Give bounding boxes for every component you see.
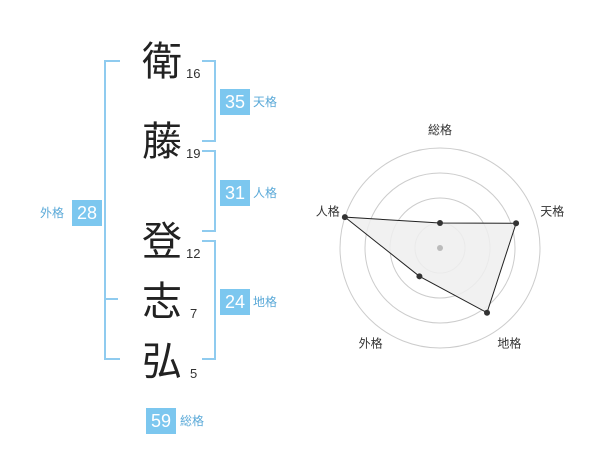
gaikaku-score: 28 (72, 200, 102, 226)
radar-center-point (437, 245, 443, 251)
kanji-4: 志 (142, 279, 182, 325)
radar-axis-label-5: 人格 (316, 204, 340, 219)
radar-point-5 (341, 214, 348, 221)
strokes-2: 19 (186, 146, 201, 161)
kanji-2: 藤 (142, 119, 182, 165)
chikaku-bracket (202, 240, 216, 360)
radar-ring-3 (364, 172, 516, 324)
tenkaku-score: 35 (220, 89, 250, 115)
radar-axis-label-3: 地格 (497, 335, 521, 350)
radar-point-1 (437, 220, 443, 226)
jinkaku-bracket (202, 150, 216, 232)
tenkaku-label: 天格 (253, 95, 278, 109)
gaikaku-label: 外格 (40, 206, 65, 220)
radar-point-3 (484, 309, 491, 316)
radar-axis-label-2: 天格 (540, 204, 564, 219)
radar-ring-4 (339, 147, 541, 349)
jinkaku-label: 人格 (253, 186, 278, 200)
soukaku-label: 総格 (180, 414, 205, 428)
radar-axis-label-4: 外格 (359, 335, 383, 350)
strokes-4: 7 (190, 306, 198, 321)
radar-polygon (343, 216, 517, 314)
radar-point-4 (416, 273, 423, 280)
chikaku-label: 地格 (253, 295, 278, 309)
jinkaku-score: 31 (220, 180, 250, 206)
chikaku-score: 24 (220, 289, 250, 315)
kanji-1: 衛 (142, 39, 182, 85)
strokes-1: 16 (186, 66, 201, 81)
gaikaku-bracket (104, 60, 120, 360)
strokes-3: 12 (186, 246, 201, 261)
gaikaku-bracket-tick (104, 298, 118, 300)
radar-axis-label-1: 総格 (428, 122, 452, 137)
tenkaku-bracket (202, 60, 216, 142)
kanji-5: 弘 (142, 339, 182, 385)
kanji-3: 登 (142, 219, 182, 265)
soukaku-score: 59 (146, 408, 176, 434)
strokes-5: 5 (190, 366, 198, 381)
radar-point-2 (513, 220, 520, 227)
